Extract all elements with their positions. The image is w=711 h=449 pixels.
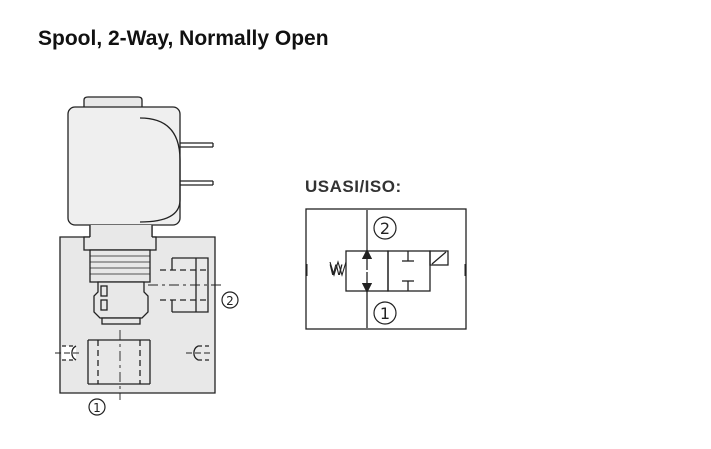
mounting-hole-left: [55, 345, 82, 361]
solenoid-coil: [67, 106, 181, 226]
symbol-port-1-label: 1: [380, 304, 390, 323]
cartridge-body: [89, 249, 151, 283]
spool-tip: [101, 317, 141, 325]
symbol-standard-label: USASI/ISO:: [305, 177, 402, 196]
symbol-port-2-callout: 2: [373, 216, 397, 240]
cutaway-port-1-callout: 1: [88, 398, 106, 416]
bottom-port-1: [87, 340, 151, 384]
cutaway-port-1-label: 1: [93, 401, 101, 415]
spring-label: W: [329, 263, 343, 279]
valve-position-right: [387, 250, 431, 292]
page-title: Spool, 2-Way, Normally Open: [38, 27, 329, 50]
coil-top-nut: [83, 96, 143, 109]
hydraulic-symbol: [305, 208, 467, 330]
valve-cutaway: [55, 96, 225, 400]
cutaway-port-2-label: 2: [226, 294, 234, 308]
mounting-hole-right: [186, 345, 213, 361]
cutaway-port-2-callout: 2: [221, 291, 239, 309]
spool-seal-2: [100, 299, 108, 311]
solenoid-diagonal: [431, 251, 447, 265]
symbol-envelope: [305, 208, 467, 330]
solenoid-actuator: [429, 250, 449, 266]
spring-zigzag: [329, 260, 347, 277]
coil-connector-housing: [139, 117, 181, 223]
symbol-port-2-label: 2: [380, 219, 390, 238]
symbol-port-1-callout: 1: [373, 301, 397, 325]
spool-seal-1: [100, 285, 108, 297]
